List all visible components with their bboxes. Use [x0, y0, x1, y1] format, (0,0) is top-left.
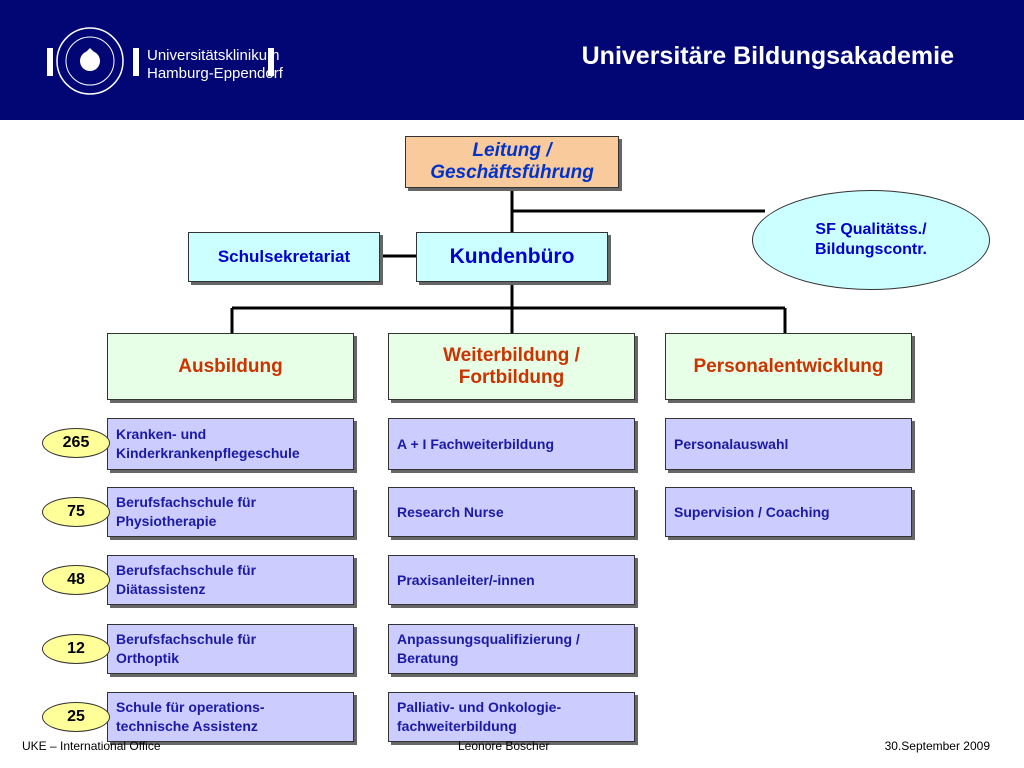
- column-header-ausbildung: Ausbildung: [107, 333, 354, 400]
- item-label: Anpassungsqualifizierung / Beratung: [397, 631, 580, 666]
- kundenbuero-box: Kundenbüro: [416, 232, 608, 282]
- logo-bar-left: [47, 48, 53, 76]
- logo-line1: Universitätsklinikum: [147, 47, 280, 64]
- logo-line2: Hamburg-Eppendorf: [147, 65, 283, 82]
- count-badge: 25: [42, 702, 110, 732]
- header-banner: Universitätsklinikum Hamburg-Eppendorf U…: [0, 0, 1024, 120]
- footer-left: UKE – International Office: [22, 739, 161, 753]
- item-label: Praxisanleiter/-innen: [397, 571, 535, 588]
- kundenbuero-label: Kundenbüro: [449, 245, 575, 268]
- item-label: Berufsfachschule für Physiotherapie: [116, 494, 257, 529]
- logo-bar-right: [268, 48, 274, 76]
- list-item: Schule für operations-technische Assiste…: [107, 692, 354, 742]
- list-item: Research Nurse: [388, 487, 635, 537]
- count-badge: 12: [42, 634, 110, 664]
- list-item: A + I Fachweiterbildung: [388, 418, 635, 470]
- list-item: Supervision / Coaching: [665, 487, 912, 537]
- sf-label: SF Qualitätss./ Bildungscontr.: [815, 221, 927, 258]
- item-label: Berufsfachschule für Diätassistenz: [116, 562, 257, 597]
- count-badge: 48: [42, 565, 110, 595]
- item-label: Supervision / Coaching: [674, 503, 830, 520]
- logo-bar-middle: [133, 48, 139, 76]
- item-label: Personalauswahl: [674, 435, 789, 452]
- schulsekretariat-label: Schulsekretariat: [217, 247, 351, 266]
- personalentwicklung-label: Personalentwicklung: [693, 355, 884, 377]
- list-item: Berufsfachschule für Diätassistenz: [107, 555, 354, 605]
- item-label: Schule für operations-technische Assiste…: [116, 699, 265, 734]
- leitung-box: Leitung / Geschäftsführung: [405, 136, 619, 188]
- list-item: Anpassungsqualifizierung / Beratung: [388, 624, 635, 674]
- item-label: A + I Fachweiterbildung: [397, 435, 555, 452]
- university-seal-icon: [56, 27, 124, 95]
- list-item: Palliativ- und Onkologie-fachweiterbildu…: [388, 692, 635, 742]
- item-label: Research Nurse: [397, 503, 504, 520]
- footer-right: 30.September 2009: [884, 739, 990, 753]
- count-badge: 75: [42, 497, 110, 527]
- leitung-label: Leitung / Geschäftsführung: [430, 140, 594, 183]
- column-header-personalentwicklung: Personalentwicklung: [665, 333, 912, 400]
- item-label: Berufsfachschule für Orthoptik: [116, 631, 257, 666]
- weiterbildung-label: Weiterbildung / Fortbildung: [443, 344, 580, 388]
- page-title: Universitäre Bildungsakademie: [581, 42, 954, 70]
- list-item: Kranken- und Kinderkrankenpflegeschule: [107, 418, 354, 470]
- item-label: Kranken- und Kinderkrankenpflegeschule: [116, 426, 300, 461]
- schulsekretariat-box: Schulsekretariat: [188, 232, 380, 282]
- list-item: Berufsfachschule für Physiotherapie: [107, 487, 354, 537]
- footer-center: Leonore Boscher: [458, 739, 550, 753]
- list-item: Praxisanleiter/-innen: [388, 555, 635, 605]
- item-label: Palliativ- und Onkologie-fachweiterbildu…: [397, 699, 562, 734]
- sf-ellipse: SF Qualitätss./ Bildungscontr.: [752, 190, 990, 290]
- list-item: Berufsfachschule für Orthoptik: [107, 624, 354, 674]
- logo-text: Universitätsklinikum Hamburg-Eppendorf: [147, 47, 283, 83]
- column-header-weiterbildung: Weiterbildung / Fortbildung: [388, 333, 635, 400]
- ausbildung-label: Ausbildung: [178, 355, 283, 377]
- list-item: Personalauswahl: [665, 418, 912, 470]
- count-badge: 265: [42, 428, 110, 458]
